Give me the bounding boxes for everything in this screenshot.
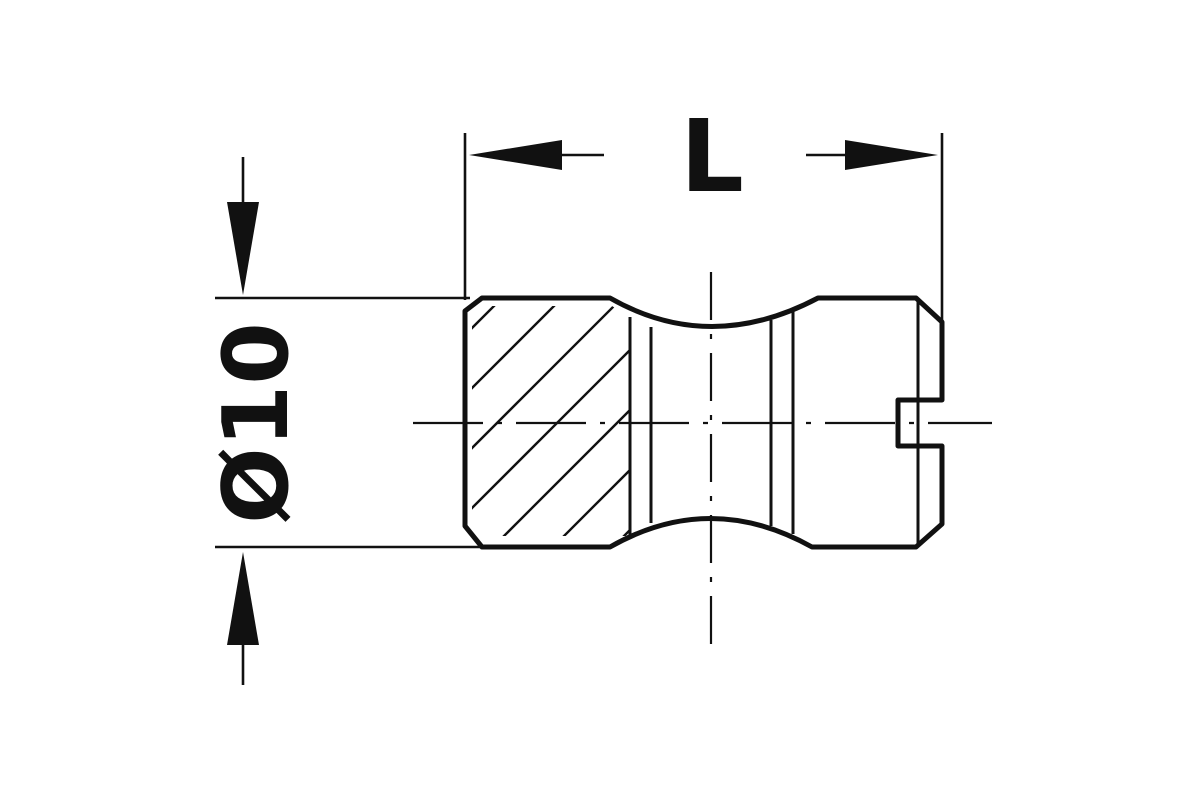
diameter-label: Ø10 xyxy=(204,322,309,524)
arrowhead-left xyxy=(469,140,562,170)
diameter-dimension xyxy=(215,157,480,685)
arrowhead-right xyxy=(845,140,938,170)
arrowhead-up xyxy=(227,552,259,645)
section-hatching xyxy=(472,306,630,536)
length-label: L xyxy=(680,98,744,215)
length-dimension xyxy=(463,133,944,362)
part-outline xyxy=(462,295,945,550)
arrowhead-down xyxy=(227,202,259,295)
